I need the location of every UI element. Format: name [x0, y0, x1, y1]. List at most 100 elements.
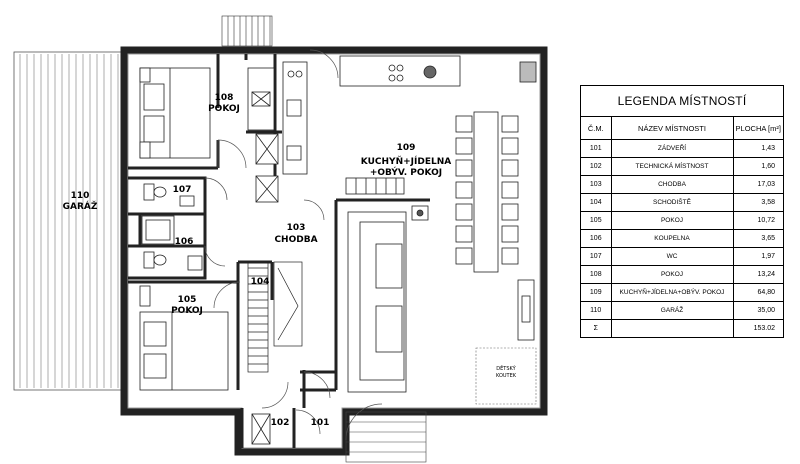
- staircase-104: [247, 261, 303, 373]
- legend-cell-num: 108: [581, 265, 612, 284]
- legend-cell-name: CHODBA: [610, 175, 734, 194]
- legend-cell-name: GARÁŽ: [610, 301, 734, 320]
- legend-cell-num: 103: [581, 175, 612, 194]
- legend-cell-num: 102: [581, 157, 612, 176]
- legend-total-area: 153.02: [732, 319, 783, 337]
- legend-title: LEGENDA MÍSTNOSTÍ: [581, 86, 783, 117]
- room-103-name: CHODBA: [274, 235, 317, 245]
- bed-105: [139, 285, 229, 391]
- legend-cell-name: ZÁDVEŘÍ: [610, 139, 734, 158]
- legend-total-name: [610, 319, 734, 337]
- legend-cell-name: WC: [610, 247, 734, 266]
- tv-unit: [517, 279, 535, 341]
- room-105-number: 105: [178, 295, 197, 305]
- tech-room: [251, 413, 271, 445]
- room-109-name: KUCHYŇ+JÍDELNA: [361, 155, 451, 167]
- room-104-number: 104: [251, 277, 270, 287]
- legend-cell-name: KOUPELNA: [610, 229, 734, 248]
- room-107-number: 107: [173, 185, 192, 195]
- dining-chair: [501, 181, 519, 199]
- legend-cell-area: 1,60: [732, 157, 783, 176]
- legend-cell-name: SCHODIŠTĚ: [610, 193, 734, 212]
- dining-chair: [455, 159, 473, 177]
- legend-header-row: Č.M. NÁZEV MÍSTNOSTI PLOCHA [m²]: [581, 117, 783, 140]
- legend-cell-num: 109: [581, 283, 612, 302]
- dining-chair: [501, 203, 519, 221]
- dining-chair: [455, 247, 473, 265]
- dining-chair: [501, 247, 519, 265]
- dining-chair: [501, 137, 519, 155]
- bed-108: [139, 67, 211, 159]
- legend-cell-name: POKOJ: [610, 211, 734, 230]
- entry-steps: [345, 411, 427, 463]
- legend-cell-area: 10,72: [732, 211, 783, 230]
- room-101-number: 101: [311, 418, 330, 428]
- dining-chair: [455, 181, 473, 199]
- legend-cell-num: 107: [581, 247, 612, 266]
- legend-cell-num: 104: [581, 193, 612, 212]
- legend-cell-name: TECHNICKÁ MÍSTNOST: [610, 157, 734, 176]
- dining-chair: [455, 203, 473, 221]
- kids-corner: DĚTSKÝ KOUTEK: [475, 347, 537, 405]
- room-103-number: 103: [287, 223, 306, 233]
- legend-total-symbol: Σ: [581, 319, 612, 337]
- sofa: [347, 211, 407, 393]
- wardrobes: [247, 67, 279, 203]
- room-legend: LEGENDA MÍSTNOSTÍ Č.M. NÁZEV MÍSTNOSTI P…: [580, 85, 784, 338]
- legend-total-row: Σ 153.02: [581, 319, 783, 337]
- room-110-name: GARÁŽ: [63, 200, 98, 212]
- dining-table: [455, 111, 519, 273]
- legend-cell-area: 35,00: [732, 301, 783, 320]
- dining-chair: [501, 159, 519, 177]
- legend-cell-num: 110: [581, 301, 612, 320]
- garage-area: [13, 51, 125, 391]
- legend-cell-name: KUCHYŇ+JÍDELNA+OBÝV. POKOJ: [610, 283, 734, 302]
- legend-cell-num: 101: [581, 139, 612, 158]
- legend-cell-area: 3,65: [732, 229, 783, 248]
- room-109-number: 109: [397, 143, 416, 153]
- dining-chair: [455, 115, 473, 133]
- kids-corner-label-2: KOUTEK: [496, 373, 517, 379]
- dining-chair: [501, 225, 519, 243]
- legend-cell-num: 105: [581, 211, 612, 230]
- room-109-name2: +OBÝV. POKOJ: [370, 166, 442, 178]
- room-105-name: POKOJ: [171, 306, 203, 316]
- wc-fixtures: [141, 183, 203, 271]
- kids-corner-label-1: DĚTSKÝ: [496, 364, 516, 372]
- room-108-name: POKOJ: [208, 104, 240, 114]
- legend-cell-area: 17,03: [732, 175, 783, 194]
- legend-cell-area: 1,43: [732, 139, 783, 158]
- interior-walls: [128, 54, 430, 448]
- top-stairs: [221, 15, 273, 47]
- kitchen-counters: [282, 55, 537, 221]
- room-108-number: 108: [215, 93, 234, 103]
- room-106-number: 106: [175, 237, 194, 247]
- legend-cell-name: POKOJ: [610, 265, 734, 284]
- room-102-number: 102: [271, 418, 290, 428]
- legend-header-name: NÁZEV MÍSTNOSTI: [610, 117, 734, 140]
- door-swings: [204, 49, 383, 441]
- legend-cell-area: 13,24: [732, 265, 783, 284]
- room-labels: 108 POKOJ 109 KUCHYŇ+JÍDELNA +OBÝV. POKO…: [63, 93, 452, 428]
- legend-cell-area: 1,97: [732, 247, 783, 266]
- legend-cell-area: 64,80: [732, 283, 783, 302]
- room-110-number: 110: [71, 191, 90, 201]
- legend-cell-num: 106: [581, 229, 612, 248]
- legend-cell-area: 3,58: [732, 193, 783, 212]
- dining-chair: [455, 137, 473, 155]
- legend-header-num: Č.M.: [581, 117, 612, 140]
- legend-header-area: PLOCHA [m²]: [732, 117, 783, 140]
- dining-chair: [501, 115, 519, 133]
